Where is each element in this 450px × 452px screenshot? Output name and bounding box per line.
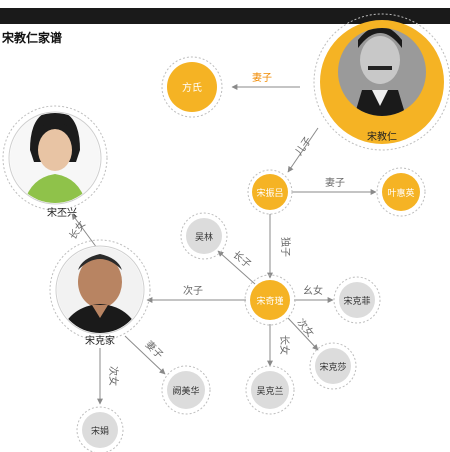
relation-youngest-daughter: 幺女: [303, 284, 323, 297]
relation-eldest-son: 长子: [230, 249, 253, 271]
node-song-kefei: 宋克菲: [333, 276, 381, 324]
label-song-juan: 宋娟: [91, 425, 109, 437]
label-wu-lin: 吴林: [195, 231, 213, 243]
portrait-song-xian: [10, 113, 100, 203]
node-ye-huiying: 叶惠英: [376, 167, 426, 217]
node-song-jiaoren: 宋教仁: [313, 13, 450, 151]
edge-qihui-wulin: [217, 250, 256, 285]
label-wu-kelan: 吴克兰: [256, 385, 283, 397]
relation-eldest-daughter-lan: 长女: [278, 335, 291, 355]
node-song-juan: 宋娟: [76, 406, 124, 452]
node-song-qihui: 宋奇瑾: [244, 274, 296, 326]
node-wu-kelan: 吴克兰: [245, 365, 295, 415]
node-wu-lin: 吴林: [180, 212, 228, 260]
label-ye-huiying: 叶惠英: [387, 187, 414, 199]
relation-wife-kan: 妻子: [143, 338, 166, 361]
label-song-kesha: 宋克莎: [319, 361, 346, 373]
edge-qihui-kesha: [287, 317, 319, 351]
edge-kejia-kan: [124, 335, 166, 375]
portrait-song-kejia: [57, 247, 143, 333]
page-title: 宋教仁家谱: [2, 31, 63, 45]
label-kan-meihua: 阙美华: [172, 385, 199, 397]
label-song-jiaoren: 宋教仁: [367, 130, 397, 143]
label-song-kefei: 宋克菲: [343, 295, 370, 307]
relation-wife-fang: 妻子: [252, 71, 272, 84]
relation-second-son: 次子: [183, 284, 203, 297]
edge-kejia-xian: [71, 213, 98, 249]
node-song-kejia: 宋克家: [49, 239, 151, 347]
relation-eldest-daughter-xian: 长女: [66, 218, 88, 242]
label-song-qihui: 宋奇瑾: [256, 295, 283, 307]
label-song-xian: 宋丕兴: [47, 206, 77, 219]
label-song-kejia: 宋克家: [85, 334, 115, 347]
label-fang: 方氏: [182, 81, 202, 94]
relation-second-daughter: 次女: [294, 316, 317, 340]
node-song-xian: 宋丕兴: [2, 105, 108, 219]
portrait-song-jiaoren: [338, 28, 426, 116]
node-song-zhenlu: 宋振吕: [247, 169, 293, 215]
label-song-zhenlu: 宋振吕: [256, 187, 283, 199]
relation-wife-ye: 妻子: [325, 176, 345, 189]
edge-jiaoren-zhenlu: [287, 127, 319, 173]
edges: [71, 84, 377, 405]
node-kan-meihua: 阙美华: [161, 365, 211, 415]
node-fang: 方氏: [161, 56, 223, 118]
node-song-kesha: 宋克莎: [309, 342, 357, 390]
relation-son-qihui: 独子: [279, 237, 292, 257]
relation-second-daughter-juan: 次女: [107, 366, 120, 386]
top-bar: [0, 8, 450, 24]
